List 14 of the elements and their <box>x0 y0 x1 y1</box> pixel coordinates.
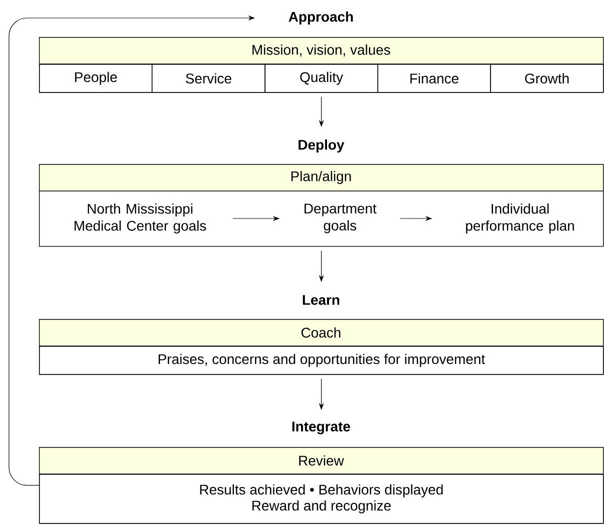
goal-text: Individual performance plan <box>466 203 574 234</box>
node-label: Deploy <box>298 139 344 153</box>
table-cell: Growth <box>490 64 604 93</box>
table-cell: Finance <box>377 64 491 93</box>
node-label: Learn <box>302 295 340 305</box>
table-cell: Quality <box>264 64 378 93</box>
goal-text: North Mississippi Medical Center goals <box>74 203 206 234</box>
node-label: Integrate <box>292 422 350 434</box>
table-cell: Service <box>152 64 266 93</box>
text-row: Results achieved • Behaviors displayed Reward and recognize <box>39 474 604 524</box>
goal-text: Department goals <box>304 204 376 234</box>
table-cell: People <box>39 64 152 93</box>
text-row: Praises, concerns and opportunities for improvement <box>39 346 604 375</box>
node-label: Approach <box>288 11 353 25</box>
